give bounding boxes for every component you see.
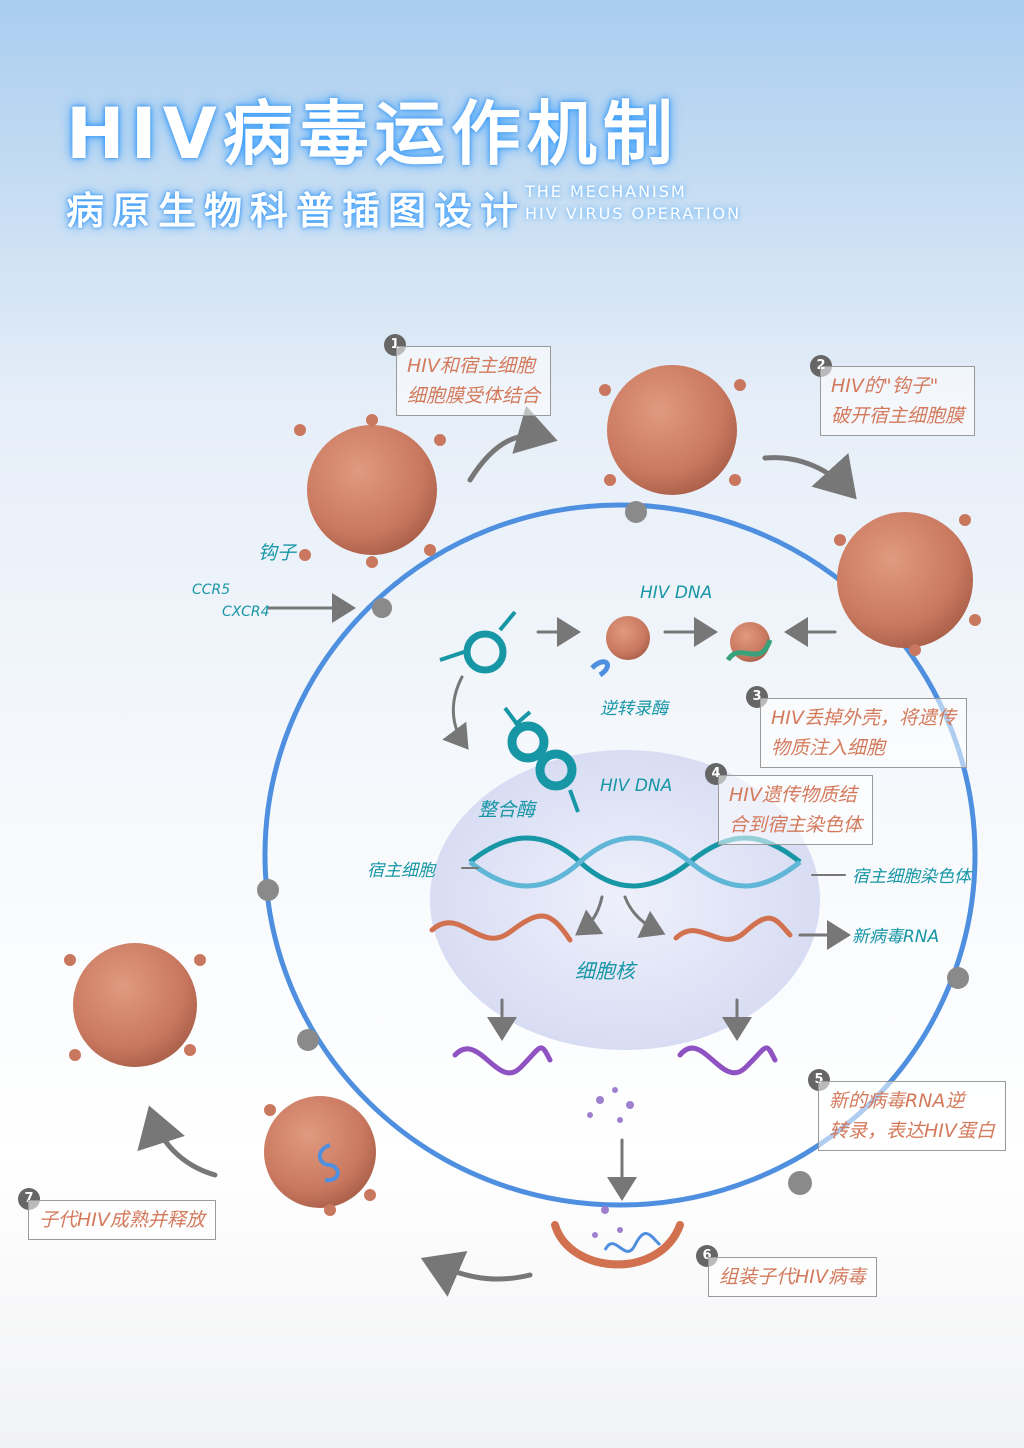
english-title-line2: HIV VIRUS OPERATION (525, 204, 742, 223)
hook-label: 钩子 (258, 542, 297, 564)
capsid-ring (439, 610, 517, 674)
page-title: HIV病毒运作机制 (66, 93, 679, 175)
step-2-line1: HIV的"钩子" (831, 375, 939, 397)
step-1-line2: 细胞膜受体结合 (407, 385, 541, 407)
host-cell-label: 宿主细胞 (367, 861, 435, 881)
step-4-line2: 合到宿主染色体 (729, 814, 863, 836)
flow-arrows (137, 405, 857, 1297)
host-chromosome-label: 宿主细胞染色体 (852, 867, 971, 887)
step-1-line1: HIV和宿主细胞 (407, 355, 535, 377)
assembly-membrane (551, 1221, 684, 1269)
step-3-tag: HIV丢掉外壳，将遗传 物质注入细胞 (760, 698, 967, 768)
step-5-line2: 转录，表达HIV蛋白 (829, 1120, 995, 1142)
new-virus-rna-label: 新病毒RNA (852, 927, 940, 947)
cell-membrane (262, 502, 978, 1208)
page-subtitle: 病原生物科普插图设计 (66, 189, 527, 233)
step-4-tag: HIV遗传物质结 合到宿主染色体 (718, 775, 874, 845)
reverse-transcriptase-label: 逆转录酶 (600, 699, 668, 719)
budding-rna (317, 1143, 340, 1183)
step-3-line2: 物质注入细胞 (771, 737, 886, 759)
nucleus-label: 细胞核 (575, 959, 635, 983)
english-title-line1: THE MECHANISM (525, 182, 687, 201)
ccr5-label: CCR5 (192, 582, 231, 598)
step-7-line1: 子代HIV成熟并释放 (39, 1209, 205, 1231)
protein-particles (587, 1087, 634, 1238)
integrase-label: 整合酶 (478, 799, 536, 821)
purple-rna-strands (452, 1045, 778, 1076)
step-7-tag: 子代HIV成熟并释放 (28, 1200, 216, 1240)
virus-binding (607, 365, 737, 495)
virus-free (307, 425, 437, 555)
step-6-line1: 组装子代HIV病毒 (719, 1266, 866, 1288)
step-1-tag: HIV和宿主细胞 细胞膜受体结合 (396, 346, 552, 416)
step-5-line1: 新的病毒RNA逆 (829, 1090, 965, 1112)
membrane-receptors (257, 501, 969, 1195)
reverse-transcription-virion (590, 616, 650, 678)
virus-released (73, 943, 197, 1067)
step-3-line1: HIV丢掉外壳，将遗传 (771, 707, 956, 729)
step-2-tag: HIV的"钩子" 破开宿主细胞膜 (820, 366, 976, 436)
assembly-rna (603, 1232, 662, 1253)
new-rna-strands (429, 913, 793, 943)
virus-fusing (837, 512, 973, 648)
step-5-tag: 新的病毒RNA逆 转录，表达HIV蛋白 (818, 1081, 1006, 1151)
hiv-dna-mid-label: HIV DNA (600, 776, 673, 796)
integrase-dna (503, 706, 580, 813)
hiv-dna-top-label: HIV DNA (640, 583, 713, 603)
step-2-line2: 破开宿主细胞膜 (831, 405, 965, 427)
uncoated-virion (725, 622, 773, 662)
virus-spikes (64, 379, 981, 1216)
step-4-line1: HIV遗传物质结 (729, 784, 857, 806)
cxcr4-label: CXCR4 (222, 604, 270, 620)
step-6-tag: 组装子代HIV病毒 (708, 1257, 877, 1297)
